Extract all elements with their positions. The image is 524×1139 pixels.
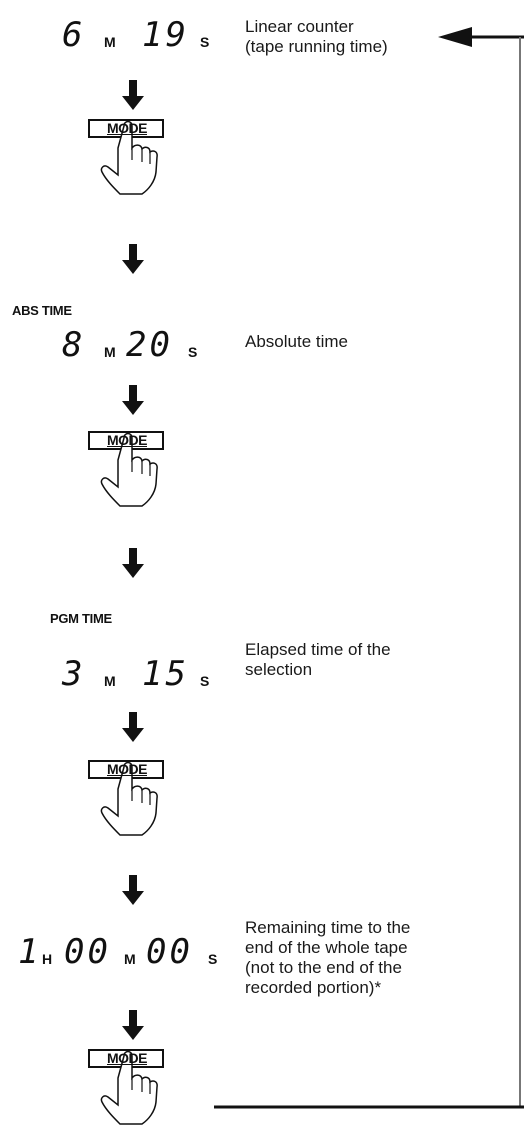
description-line: Absolute time [245, 332, 348, 351]
down-arrow-icon [122, 1010, 144, 1040]
description-line: Elapsed time of the [245, 640, 391, 659]
mode-button[interactable]: MODE [107, 120, 148, 136]
display-minutes: 00 [64, 932, 111, 972]
step-description: Elapsed time of the selection [245, 640, 391, 680]
display-seconds: 15 [142, 654, 189, 694]
step-description: Absolute time [245, 332, 348, 352]
display-unit: M [124, 951, 136, 967]
down-arrow-icon [122, 712, 144, 742]
display-hours: 1 [18, 932, 42, 972]
down-arrow-icon [122, 548, 144, 578]
display-seconds: 00 [146, 932, 193, 972]
mode-button-label: MODE [107, 120, 148, 136]
description-line: end of the whole tape [245, 938, 408, 957]
display-seconds: 19 [142, 15, 189, 55]
display-unit: M [104, 344, 116, 360]
mode-label: PGM TIME [50, 611, 112, 626]
step-description: Remaining time to the end of the whole t… [245, 918, 410, 998]
display-unit: H [42, 951, 53, 967]
display-unit: M [104, 673, 116, 689]
display-unit: S [200, 673, 210, 689]
description-line: Linear counter [245, 17, 354, 36]
down-arrow-icon [122, 244, 144, 274]
display-unit: S [208, 951, 218, 967]
mode-button[interactable]: MODE [107, 432, 148, 448]
mode-button-label: MODE [107, 432, 148, 448]
display-unit: S [188, 344, 198, 360]
step-description: Linear counter (tape running time) [245, 17, 388, 57]
display-seconds: 20 [126, 325, 173, 365]
down-arrow-icon [122, 385, 144, 415]
display-minutes: 3 [62, 654, 86, 694]
description-line: selection [245, 660, 313, 679]
return-arrowhead [438, 27, 472, 47]
mode-label: ABS TIME [12, 303, 72, 318]
mode-button[interactable]: MODE [107, 1050, 148, 1066]
description-line: (tape running time) [245, 37, 388, 56]
display-unit: S [200, 34, 210, 50]
mode-button[interactable]: MODE [107, 761, 148, 777]
description-line: Remaining time to the [245, 918, 411, 937]
mode-button-label: MODE [107, 761, 148, 777]
down-arrow-icon [122, 875, 144, 905]
display-minutes: 8 [62, 325, 86, 365]
down-arrow-icon [122, 80, 144, 110]
description-line: (not to the end of the [245, 958, 402, 977]
mode-button-label: MODE [107, 1050, 148, 1066]
description-line: recorded portion)* [245, 978, 382, 997]
display-unit: M [104, 34, 116, 50]
display-minutes: 6 [62, 15, 86, 55]
